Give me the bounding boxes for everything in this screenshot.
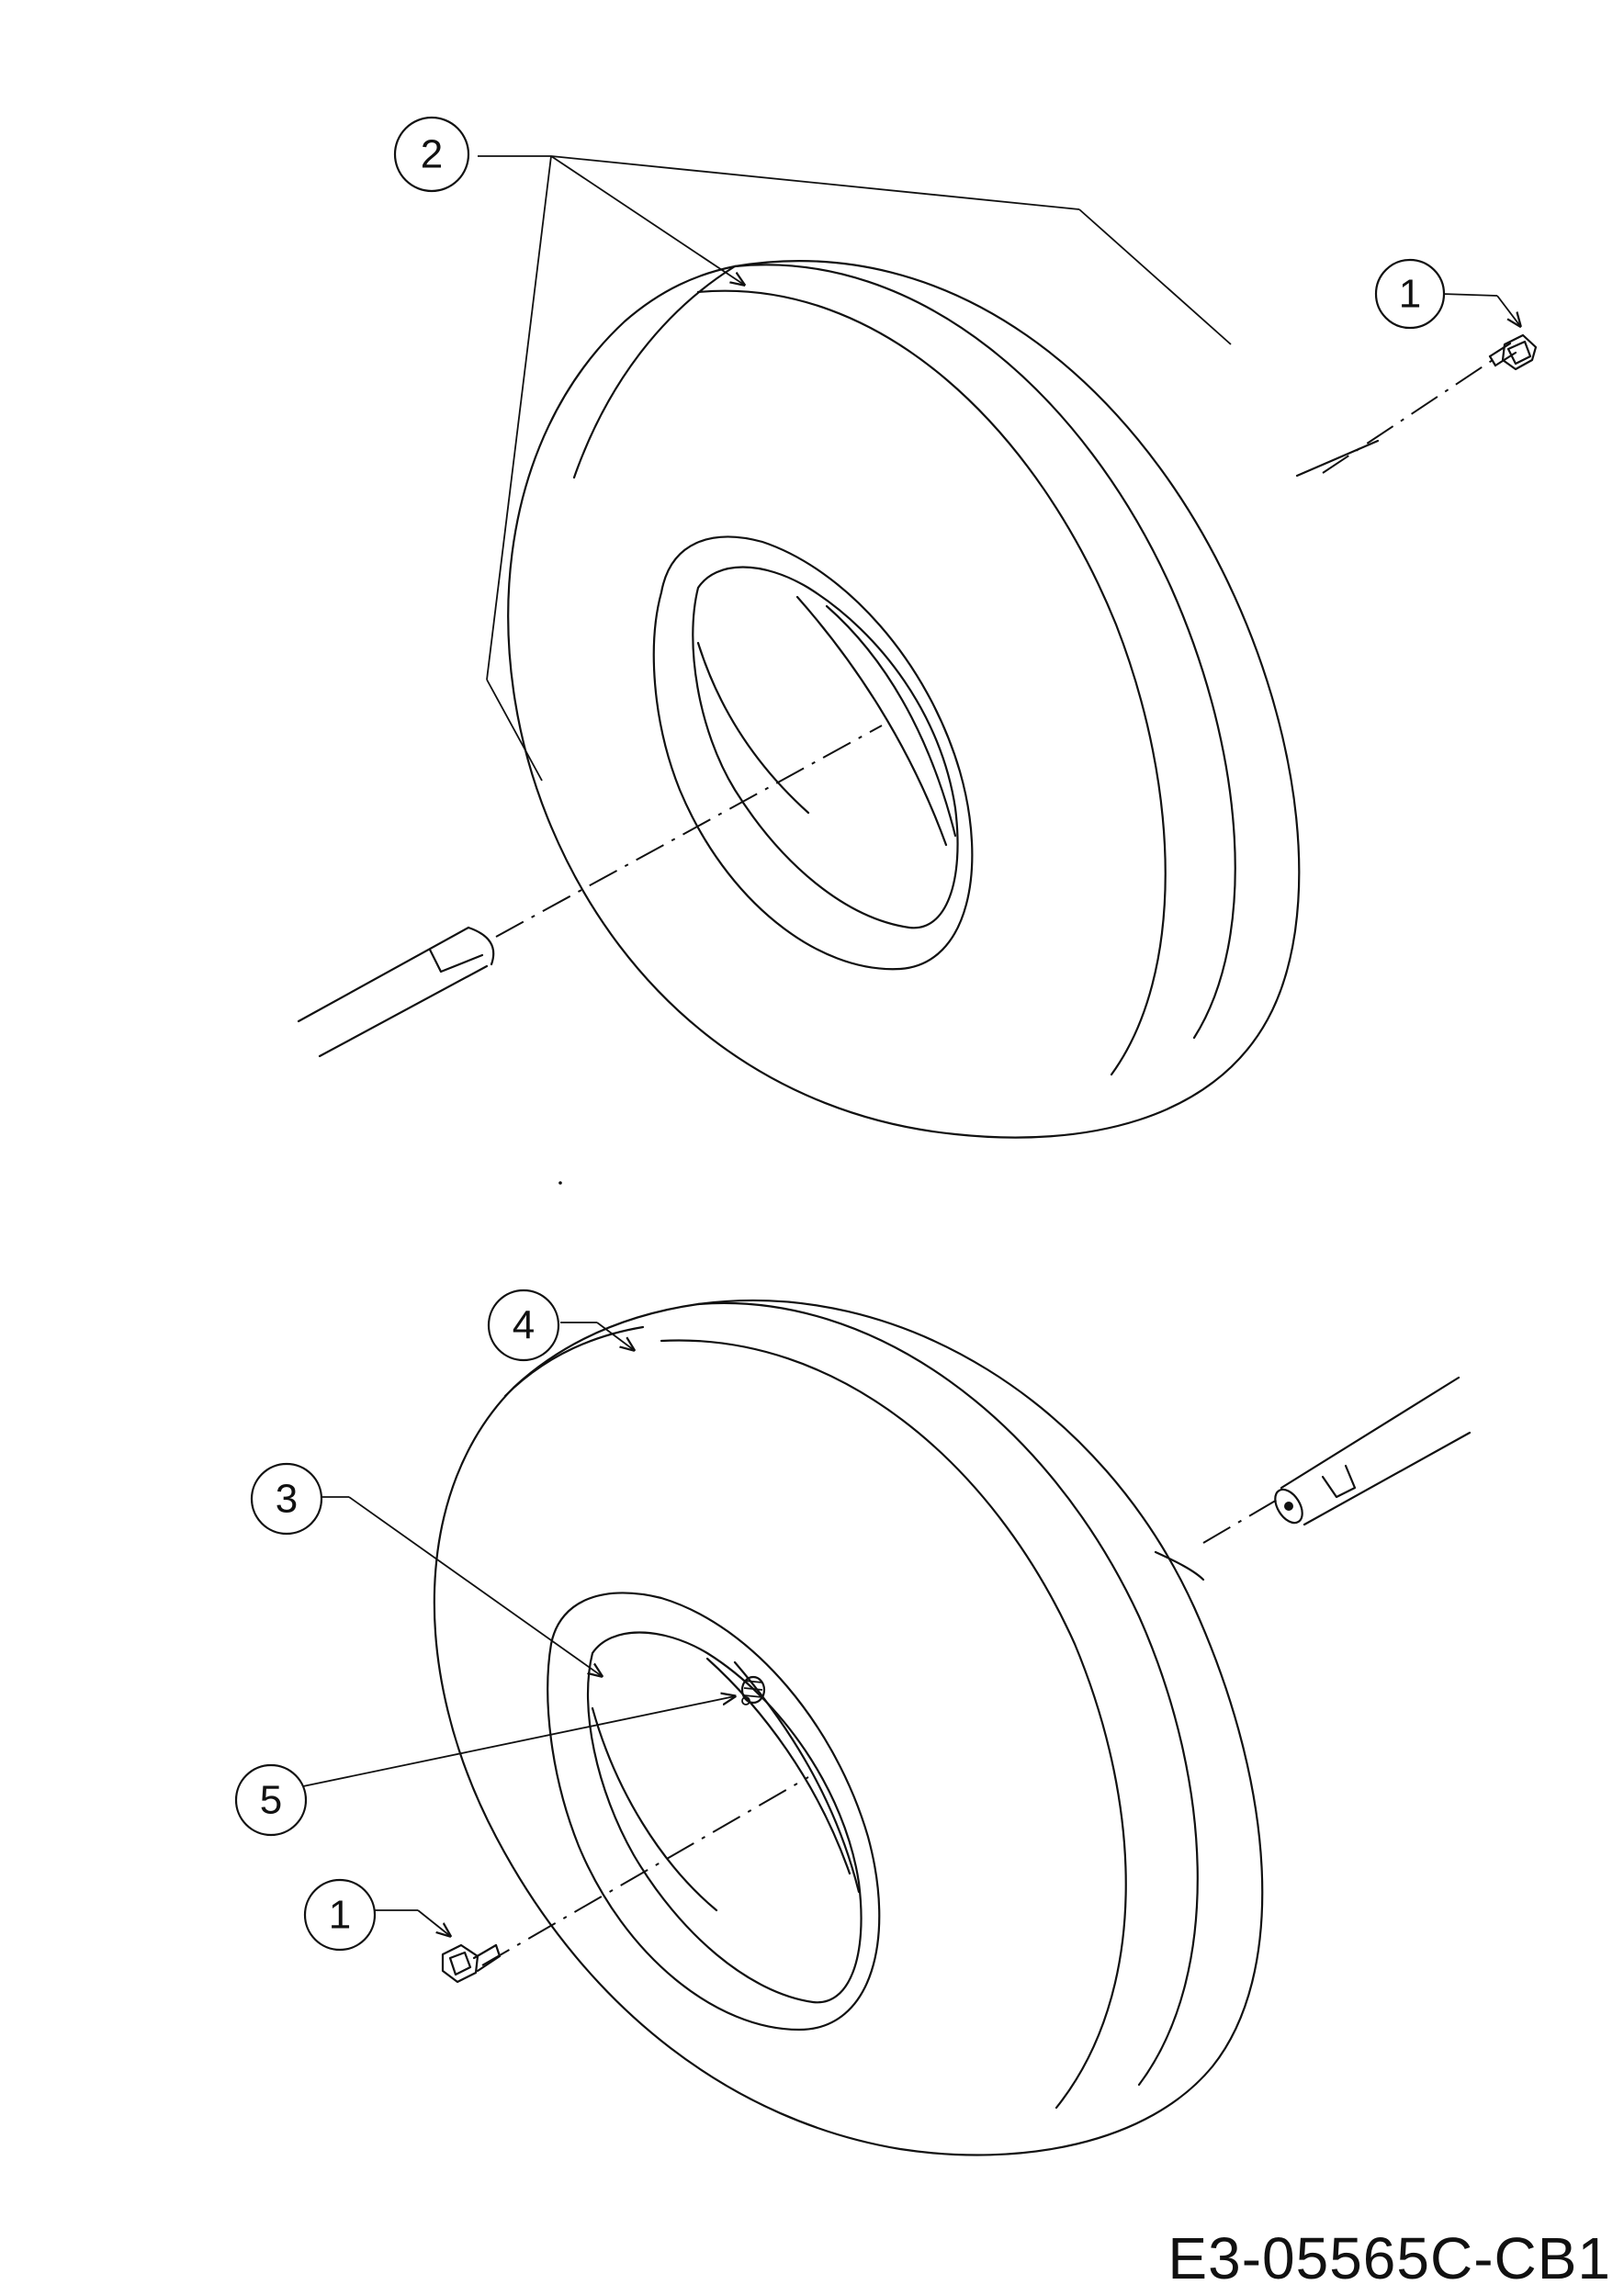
callout-bottom-rim: 3: [250, 1462, 323, 1536]
bottom-set-screw-part: [740, 1675, 766, 1705]
bottom-bolt-part: [441, 1943, 502, 1984]
svg-text:2: 2: [421, 132, 443, 177]
bottom-tire: [433, 1299, 1264, 2156]
callout-top-bolt: 1: [1374, 258, 1446, 330]
bottom-wheel-assembly: [302, 1299, 1472, 2156]
top-bolt-part: [1322, 333, 1538, 474]
svg-text:5: 5: [260, 1778, 282, 1823]
top-wheel-assembly: [297, 155, 1538, 1139]
callout-bottom-tire: 4: [487, 1289, 560, 1362]
drawing-reference-code: E3-05565C-CB1: [1167, 2225, 1611, 2291]
svg-text:1: 1: [329, 1893, 351, 1938]
svg-text:4: 4: [513, 1303, 535, 1348]
bottom-axle-shaft: [1274, 1376, 1472, 1526]
top-axle-shaft: [297, 926, 495, 1058]
svg-text:3: 3: [276, 1477, 298, 1522]
svg-text:1: 1: [1399, 272, 1421, 317]
top-rim: [652, 535, 974, 971]
bottom-rim: [547, 1592, 881, 2032]
callout-bottom-bolt: 1: [303, 1878, 377, 1952]
callout-top-wheel: 2: [393, 116, 470, 193]
top-tire: [507, 260, 1380, 1139]
callout-bottom-screw: 5: [234, 1763, 308, 1837]
callout-2-leaders: [478, 155, 1232, 782]
